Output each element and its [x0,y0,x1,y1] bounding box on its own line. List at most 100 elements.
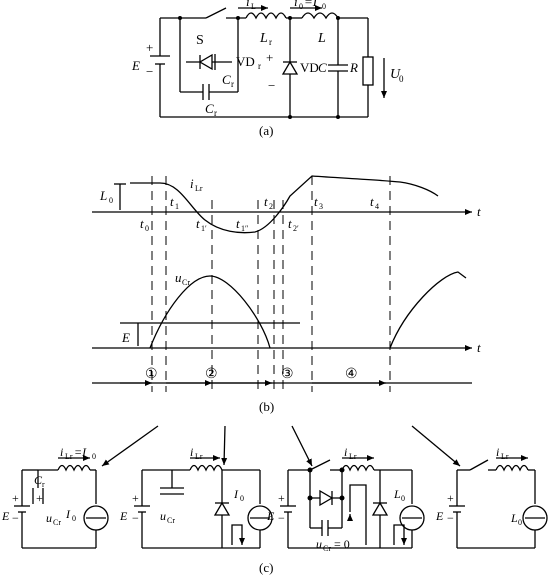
label-VD-minus: − [268,78,275,93]
label-Cr-sub: r [231,79,234,89]
c1-eq-sub: 0 [92,452,96,461]
inductor-L [301,12,339,20]
label-iLr-sym: i [190,176,194,191]
c3-uCr-sym: u [316,537,322,551]
time-label-5: t [288,216,292,231]
c4-L0-sym: L [510,511,518,525]
c1-plus: + [12,491,19,505]
c1-uCr-sub: Cr [53,518,61,527]
label-L0-sub: 0 [109,196,113,205]
c1-iLr-sym: i [60,445,63,459]
c4-iLr-sym: i [496,445,499,459]
label-S: S [196,33,204,48]
c4-iLr-sub: Lr [501,452,509,461]
label-iLr-sub: L [251,2,256,11]
label-Lr-sym: L [259,31,268,46]
time-label-sub-4: 2 [269,202,273,211]
label-E: E [131,58,140,73]
label-uCr-sym: u [175,270,182,285]
label-VD-plus: + [266,50,273,65]
circuit-c4-labels: i Lr E + − L 0 [435,445,522,527]
time-label-sub-0: 0 [145,224,149,233]
panel-b-waveforms [92,175,472,386]
interval-4: ④ [345,367,358,382]
caption-a: (a) [259,123,273,138]
c4-plus: + [447,491,454,505]
label-iL-eq: =I [304,0,318,9]
c2-minus: − [132,511,139,525]
waveform-uCr [149,275,271,349]
panel-c-pointer-arrows [101,425,461,467]
panel-b-dashes [151,176,391,392]
label-VDr: VD [236,54,255,69]
time-label-sub-6: 3 [319,202,323,211]
interval-labels: ① ② ③ ④ [145,367,358,382]
c1-minus: − [12,511,19,525]
label-iL-eq-sub: 0 [322,2,326,11]
label-L0-sym: L [99,188,107,203]
time-label-6: t [314,194,318,209]
time-label-2: t [196,216,200,231]
c1-I0-sub: 0 [72,514,76,523]
label-E-plus: + [146,40,153,55]
time-label-sub-1: 1 [175,202,179,211]
battery-E [150,18,170,117]
label-iLr-sub: Lr [195,184,203,193]
label-VDr-sub: r [258,61,261,71]
time-label-3: t [236,216,240,231]
switch-S [205,7,246,19]
c3-L0-sub: 0 [401,494,405,503]
c3-eq: = 0 [334,537,350,551]
label-L: L [317,31,326,46]
interval-3: ③ [281,367,294,382]
time-label-1: t [170,194,174,209]
c1-iLr-sub: Lr [65,452,73,461]
label-iL-sub: 0 [299,2,303,11]
c1-uCr-sym: u [46,511,52,525]
c1-I0-sym: I [65,507,71,521]
label-t-top: t [477,204,481,219]
label-E-minus: − [146,64,153,79]
panel-a-circuit [150,5,387,118]
label-U0-sub: 0 [399,74,404,84]
c1-eq: =I [74,445,87,459]
c2-uCr-sym: u [160,509,166,523]
c2-E: E [119,509,128,523]
label-iL: i [294,0,298,9]
caption-b: (b) [259,399,274,414]
c3-L0-sym: L [393,487,401,501]
label-E: E [121,330,130,345]
c3-minus: − [278,511,285,525]
circuit-c3-labels: i Lr E + − L 0 u Cr = 0 [266,445,405,553]
c3-iLr-sub: Lr [349,452,357,461]
c2-I0-sym: I [233,487,239,501]
circuit-c3 [280,455,425,549]
interval-2: ② [205,367,218,382]
interval-1: ① [145,367,158,382]
time-label-sub-5: 2′ [293,224,299,233]
c2-uCr-sub: Cr [167,516,175,525]
c4-L0-sub: 0 [518,518,522,527]
label-U0-sym: U [390,67,401,82]
c3-plus: + [278,491,285,505]
c3-uCr-sub: Cr [323,544,331,553]
label-Lr-sub: r [269,37,272,47]
time-label-0: t [140,216,144,231]
diode-VD [281,60,299,75]
circuit-c1-labels: i Lr =I 0 C r u Cr E + − + I 0 [1,445,96,527]
c1-Cr-sub: r [42,480,45,489]
time-label-sub-7: 4 [375,202,379,211]
circuit-c2-labels: i Lr E + − u Cr I 0 [119,445,244,525]
time-label-4: t [264,194,268,209]
label-Cr-sym: C [222,72,231,87]
inductor-Lr [245,12,287,20]
panel-a-labels: E + − S C r VD r C r L r i L L i 0 =I 0 … [131,0,404,138]
label-iLr-sym: i [246,0,250,9]
time-label-7: t [370,194,374,209]
waveform-iLr [130,175,439,234]
time-label-sub-3: 1″ [241,224,248,233]
label-VD: VD [300,60,319,75]
c3-E: E [266,509,275,523]
